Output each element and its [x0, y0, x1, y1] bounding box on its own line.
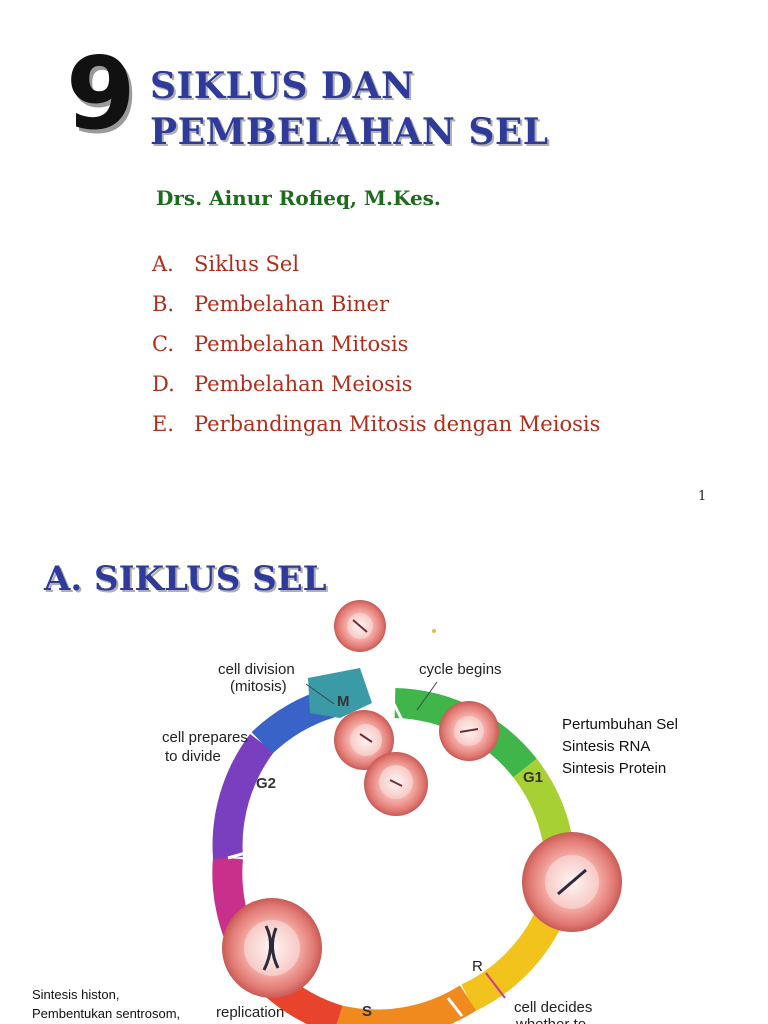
- restriction-point-marker: [485, 972, 506, 999]
- phase-g1-label: G1: [523, 769, 543, 786]
- replication-label: replication: [216, 1004, 284, 1021]
- cell-decides-label: cell decides: [514, 999, 592, 1016]
- title-line-2: PEMBELAHAN SEL: [150, 111, 549, 153]
- mitosis-label: (mitosis): [230, 678, 287, 695]
- slide-1: 9 SIKLUS DAN PEMBELAHAN SEL Drs. Ainur R…: [66, 35, 707, 504]
- cell-cycle-diagram: M G1 G2 S R: [162, 600, 622, 1024]
- g1-notes: Pertumbuhan Sel Sintesis RNA Sintesis Pr…: [562, 714, 678, 780]
- slide-2: M G1 G2 S R: [0, 528, 768, 1024]
- section-title: A. SIKLUS SEL: [44, 559, 327, 599]
- mitosis-pointer-line: [305, 683, 335, 705]
- outline-item-letter: B.: [152, 292, 175, 316]
- outline-item: A. Siklus Sel: [152, 250, 600, 290]
- cell-top: [334, 600, 386, 652]
- g1-note: Sintesis Protein: [562, 760, 667, 777]
- g1-note: Sintesis RNA: [562, 738, 651, 755]
- cell-prepares-label: cell prepares: [162, 729, 248, 746]
- g1-note: Pertumbuhan Sel: [562, 716, 678, 733]
- page-number: 1: [698, 489, 707, 504]
- cell-dividing: [334, 710, 428, 816]
- outline-item-text: Pembelahan Biner: [194, 292, 390, 316]
- chapter-number: 9: [66, 35, 136, 152]
- outline-item-text: Perbandingan Mitosis dengan Meiosis: [194, 412, 601, 436]
- m-phase-segment: [308, 668, 372, 718]
- restriction-point-label: R: [472, 958, 483, 975]
- cell-division-label: cell division: [218, 661, 295, 678]
- cell-g1-late: [522, 832, 622, 932]
- cell-s-phase: [222, 898, 322, 998]
- cell-speck: [432, 629, 436, 633]
- outline-item: C. Pembelahan Mitosis: [152, 330, 600, 370]
- author-name: Drs. Ainur Rofieq, M.Kes.: [156, 186, 441, 210]
- s-note: Pembentukan sentrosom,: [32, 1006, 181, 1021]
- outline-item: D. Pembelahan Meiosis: [152, 370, 600, 410]
- outline-item-letter: D.: [152, 372, 175, 396]
- outline-item-letter: A.: [152, 252, 174, 276]
- s-note: Sintesis histon,: [32, 987, 120, 1002]
- phase-s-label: S: [362, 1003, 372, 1020]
- phase-m-label: M: [337, 693, 350, 710]
- outline-list: A. Siklus Sel B. Pembelahan Biner C. Pembel…: [152, 250, 600, 450]
- to-divide-label: to divide: [165, 748, 221, 765]
- outline-item-text: Pembelahan Mitosis: [194, 332, 409, 356]
- s-notes: Sintesis histon, Pembentukan sentrosom,: [32, 985, 180, 1023]
- outline-item: E. Perbandingan Mitosis dengan Meiosis: [152, 410, 600, 450]
- outline-item-letter: C.: [152, 332, 174, 356]
- outline-item-text: Siklus Sel: [194, 252, 300, 276]
- outline-item: B. Pembelahan Biner: [152, 290, 600, 330]
- phase-g2-label: G2: [256, 775, 276, 792]
- whether-to-label: whether to: [515, 1016, 586, 1024]
- cycle-begins-pointer-line: [416, 681, 438, 711]
- cycle-begins-label: cycle begins: [419, 661, 502, 678]
- title-line-1: SIKLUS DAN: [150, 65, 415, 107]
- outline-item-text: Pembelahan Meiosis: [194, 372, 413, 396]
- outline-item-letter: E.: [152, 412, 175, 436]
- cell-g1-early: [439, 701, 499, 761]
- phase-separators: [227, 699, 464, 1017]
